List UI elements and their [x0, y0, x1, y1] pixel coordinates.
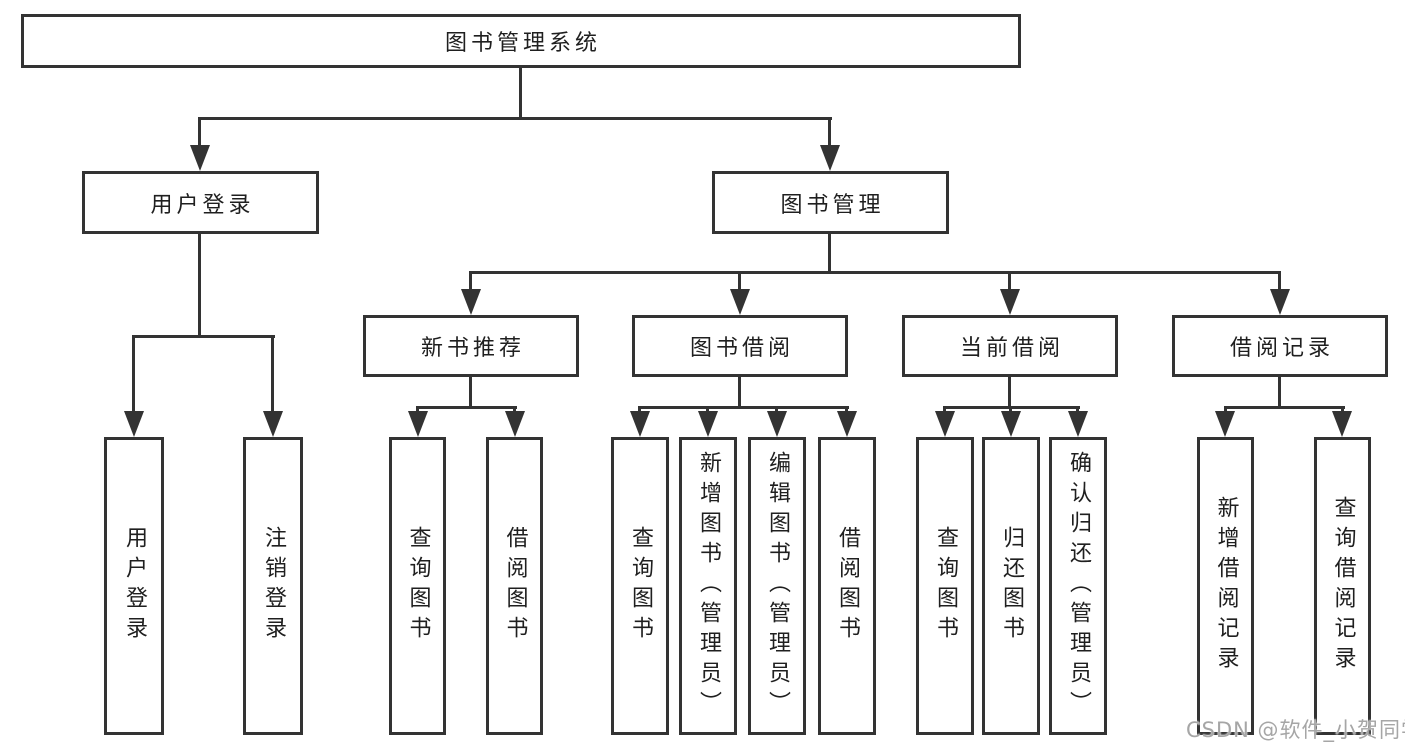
node-current-borrow: 当前借阅: [902, 315, 1118, 377]
leaf-logout: 注销登录: [243, 437, 303, 735]
leaf-label: 归还图书: [999, 526, 1024, 646]
leaf-add-borrow-record: 新增借阅记录: [1197, 437, 1254, 735]
connector-line: [513, 406, 516, 415]
leaf-label: 借阅图书: [502, 526, 528, 646]
connector-line: [198, 117, 201, 150]
connector-line: [416, 406, 419, 415]
connector-line: [1341, 406, 1344, 415]
watermark: CSDN @软件_小贺同学: [1186, 718, 1405, 742]
connector-line: [828, 117, 831, 150]
connector-line: [519, 68, 522, 120]
node-user-login: 用户登录: [82, 171, 319, 234]
node-label: 用户登录: [150, 192, 255, 218]
connector-line: [1009, 406, 1012, 415]
connector-line: [845, 406, 848, 415]
leaf-confirm-return-admin: 确认归还（管理员）: [1049, 437, 1107, 735]
arrow-down-icon: [190, 145, 210, 171]
arrow-down-icon: [1000, 289, 1020, 315]
leaf-label: 注销登录: [261, 526, 286, 646]
leaf-label: 查询借阅记录: [1330, 496, 1356, 676]
connector-line: [469, 377, 472, 409]
arrow-down-icon: [1001, 411, 1021, 437]
connector-line: [706, 406, 709, 415]
arrow-down-icon: [263, 411, 283, 437]
connector-line: [271, 335, 274, 415]
connector-line: [1008, 377, 1011, 409]
connector-line: [943, 406, 946, 415]
leaf-label: 查询图书: [933, 526, 958, 646]
leaf-borrow-book: 借阅图书: [818, 437, 876, 735]
leaf-query-book: 查询图书: [611, 437, 669, 735]
leaf-edit-book-admin: 编辑图书（管理员）: [748, 437, 806, 735]
node-label: 新书推荐: [420, 336, 525, 361]
connector-line: [638, 406, 849, 409]
leaf-add-book-admin: 新增图书（管理员）: [679, 437, 737, 735]
connector-line: [638, 406, 641, 415]
connector-line: [1008, 271, 1011, 291]
connector-line: [738, 271, 741, 291]
connector-line: [1224, 406, 1227, 415]
connector-line: [469, 271, 472, 291]
leaf-user-login: 用户登录: [104, 437, 164, 735]
arrow-down-icon: [820, 145, 840, 171]
leaf-query-book-recommend: 查询图书: [389, 437, 446, 735]
node-label: 图书管理系统: [444, 31, 601, 56]
connector-line: [469, 271, 1281, 274]
connector-line: [1278, 377, 1281, 409]
leaf-label: 确认归还（管理员）: [1066, 451, 1091, 721]
leaf-label: 查询图书: [405, 526, 431, 646]
connector-line: [198, 234, 201, 338]
arrow-down-icon: [505, 411, 525, 437]
node-new-book-recommend: 新书推荐: [363, 315, 579, 377]
arrow-down-icon: [1068, 411, 1088, 437]
arrow-down-icon: [730, 289, 750, 315]
arrow-down-icon: [408, 411, 428, 437]
connector-line: [1224, 406, 1345, 409]
leaf-label: 查询图书: [628, 526, 653, 646]
node-label: 当前借阅: [959, 336, 1064, 361]
connector-line: [738, 377, 741, 409]
leaf-label: 新增图书（管理员）: [696, 451, 721, 721]
leaf-label: 编辑图书（管理员）: [765, 451, 790, 721]
arrow-down-icon: [767, 411, 787, 437]
connector-line: [828, 234, 831, 274]
arrow-down-icon: [630, 411, 650, 437]
leaf-borrow-book-recommend: 借阅图书: [486, 437, 543, 735]
arrow-down-icon: [1215, 411, 1235, 437]
connector-line: [198, 117, 832, 120]
leaf-label: 新增借阅记录: [1213, 496, 1239, 676]
connector-line: [1278, 271, 1281, 291]
arrow-down-icon: [1332, 411, 1352, 437]
node-book-borrow: 图书借阅: [632, 315, 848, 377]
leaf-label: 借阅图书: [835, 526, 860, 646]
arrow-down-icon: [935, 411, 955, 437]
node-book-management: 图书管理: [712, 171, 949, 234]
connector-line: [132, 335, 135, 415]
leaf-label: 用户登录: [122, 526, 147, 646]
node-label: 图书管理: [780, 192, 885, 218]
arrow-down-icon: [461, 289, 481, 315]
arrow-down-icon: [1270, 289, 1290, 315]
node-root: 图书管理系统: [21, 14, 1021, 68]
node-label: 借阅记录: [1229, 336, 1334, 361]
connector-line: [1076, 406, 1079, 415]
leaf-query-borrow-record: 查询借阅记录: [1314, 437, 1371, 735]
leaf-return-book: 归还图书: [982, 437, 1040, 735]
connector-line: [416, 406, 517, 409]
leaf-query-current-book: 查询图书: [916, 437, 974, 735]
arrow-down-icon: [698, 411, 718, 437]
node-label: 图书借阅: [689, 336, 794, 361]
connector-line: [132, 335, 275, 338]
arrow-down-icon: [124, 411, 144, 437]
arrow-down-icon: [837, 411, 857, 437]
node-borrow-records: 借阅记录: [1172, 315, 1388, 377]
connector-line: [775, 406, 778, 415]
